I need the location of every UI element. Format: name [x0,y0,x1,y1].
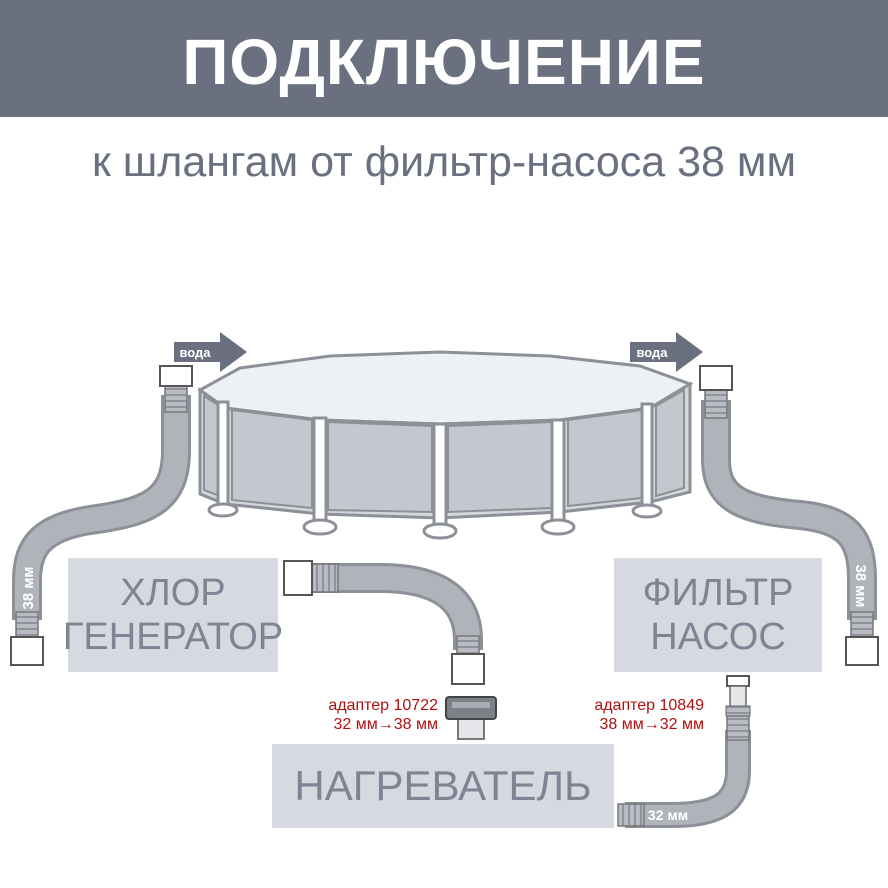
right-hose [699,365,879,666]
water-arrow-right [630,332,703,372]
filter-label-line2: НАСОС [650,616,786,658]
hose-size-right: 38 мм [852,564,869,607]
hose-size-bottom: 32 мм [648,807,688,823]
water-label-right: вода [636,345,668,360]
adapter-10722-label: адаптер 10722 32 мм→38 мм [280,696,438,734]
page-subtitle: к шлангам от фильтр-насоса 38 мм [91,138,797,186]
chlorinator-hose [283,560,485,685]
heater-label: НАГРЕВАТЕЛЬ [294,762,592,809]
left-hose [10,365,193,666]
chlorinator-label-line1: ХЛОР [120,572,226,614]
heater-box: НАГРЕВАТЕЛЬ [272,744,614,828]
adapter-10849-label: адаптер 10849 38 мм→32 мм [548,696,704,734]
water-label-left: вода [179,345,211,360]
hose-size-left: 38 мм [20,566,37,609]
adapter-10849-spec: 38 мм→32 мм [599,716,704,733]
adapter-10722-name: адаптер 10722 [328,697,438,714]
filter-pump-box: ФИЛЬТР НАСОС [614,558,822,672]
bottom-hose [617,715,751,828]
adapter-10849-name: адаптер 10849 [594,697,704,714]
chlorinator-box: ХЛОР ГЕНЕРАТОР [63,558,283,672]
adapter-10722-illustration [445,696,497,740]
page-title: ПОДКЛЮЧЕНИЕ [182,26,706,98]
filter-label-line1: ФИЛЬТР [642,572,794,614]
water-arrow-left [174,332,247,372]
chlorinator-label-line2: ГЕНЕРАТОР [62,616,284,658]
header-bar [0,0,888,117]
pool-illustration [197,350,694,540]
adapter-10849-illustration [725,675,751,717]
adapter-10722-spec: 32 мм→38 мм [333,716,438,733]
